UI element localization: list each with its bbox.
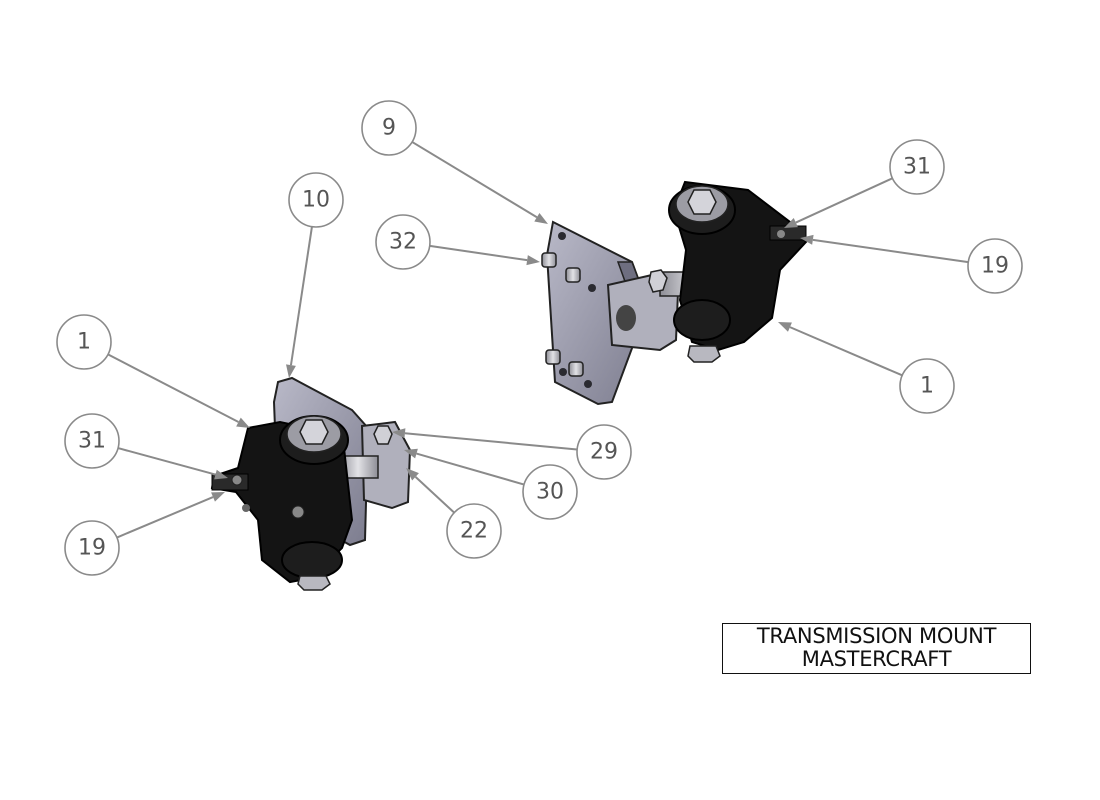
balloon-label: 19 [981,254,1009,279]
title-block: TRANSMISSION MOUNT MASTERCRAFT [722,623,1031,674]
title-line-2: MASTERCRAFT [801,647,952,671]
leader-line-1 [789,326,903,377]
balloon-circle [375,214,431,270]
leader-arrowhead [236,417,250,428]
leader-line-22 [414,476,455,514]
plate-studs-right [541,252,584,377]
leader-line-19 [812,238,969,264]
right-mount-assembly [541,180,808,406]
balloon-circle [899,358,955,414]
balloon-circle [576,424,632,480]
clevis-block-left [360,420,412,510]
balloon-circle [361,100,417,156]
balloon-label: 29 [590,440,618,465]
leader-line-29 [404,432,578,451]
leader-lines [107,141,969,539]
balloon-callouts: 9 10 31 32 19 1 1 31 29 30 19 22 [56,100,1023,576]
balloon-label: 9 [382,116,396,141]
leader-arrowhead [406,468,419,481]
balloon-label: 22 [460,519,488,544]
leader-arrowhead [534,213,548,224]
balloon-32: 32 [375,214,431,270]
balloon-19: 19 [64,520,120,576]
leader-line-31 [117,447,216,476]
leader-arrowhead [214,469,228,480]
balloon-circle [522,464,578,520]
leader-arrowhead [404,448,418,459]
balloon-label: 1 [920,374,934,399]
balloon-circle [889,139,945,195]
balloon-label: 31 [903,155,931,180]
leader-line-19 [116,496,214,539]
balloon-label: 19 [78,536,106,561]
balloon-label: 1 [77,330,91,355]
leader-arrowhead [784,218,798,228]
balloon-circle [64,520,120,576]
title-line-1: TRANSMISSION MOUNT [756,624,997,648]
balloon-label: 10 [302,188,330,213]
leader-line-30 [416,452,525,486]
balloon-label: 30 [536,480,564,505]
balloon-1: 1 [56,314,112,370]
leader-arrowhead [286,364,296,378]
balloon-19: 19 [967,238,1023,294]
leader-line-10 [289,226,313,366]
balloon-9: 9 [361,100,417,156]
balloon-label: 32 [389,230,417,255]
balloon-circle [446,503,502,559]
balloon-30: 30 [522,464,578,520]
leader-line-1 [107,353,239,423]
leader-arrowhead [526,255,540,266]
balloon-31: 31 [64,413,120,469]
balloon-1: 1 [899,358,955,414]
left-mount-assembly [210,376,412,591]
balloon-circle [56,314,112,370]
leader-line-31 [795,177,893,224]
leader-arrowhead [392,428,406,439]
leader-arrowhead [778,322,792,332]
balloon-10: 10 [288,172,344,228]
leader-arrowhead [211,492,225,502]
balloon-circle [967,238,1023,294]
balloon-circle [64,413,120,469]
balloon-label: 31 [78,429,106,454]
balloon-31: 31 [889,139,945,195]
leader-arrowhead [800,234,814,245]
balloon-22: 22 [446,503,502,559]
leader-line-9 [411,141,538,219]
balloon-circle [288,172,344,228]
leader-line-32 [429,244,528,262]
balloon-29: 29 [576,424,632,480]
